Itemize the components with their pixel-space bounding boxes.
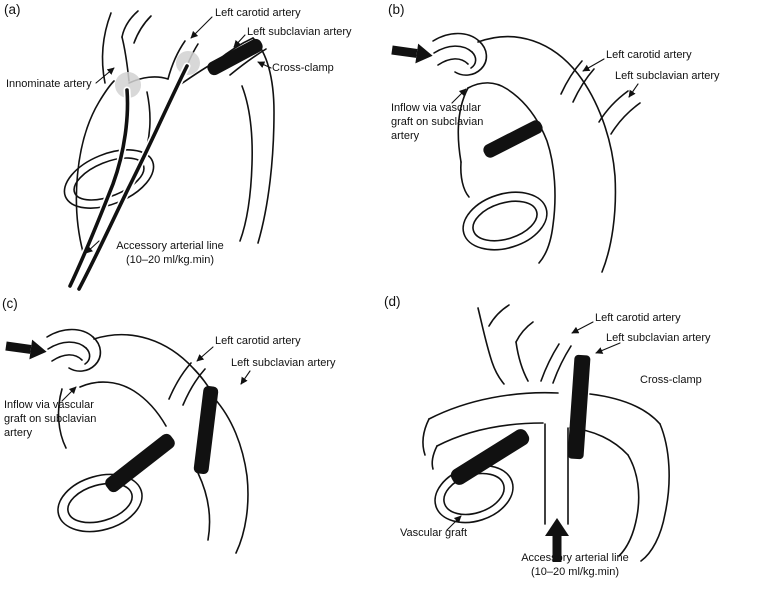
label-left-subclavian-b: Left subclavian artery [615,70,720,82]
label-cross-clamp-d: Cross-clamp [640,374,702,386]
panel-b-drawing [391,32,641,273]
label-left-carotid-b: Left carotid artery [606,49,692,61]
panel-d-letter: (d) [384,294,401,309]
aortic-arch-outline-b [457,35,641,273]
vascular-graft-bar-d [450,429,530,485]
label-inflow-b: Inflow via vascular graft on subclavian … [391,102,484,142]
label-left-subclavian-a: Left subclavian artery [247,26,352,38]
label-arrows-c [61,346,251,402]
label-accessory-line-a: Accessory arterial line (10–20 ml/kg.min… [95,240,245,268]
cross-clamp-bar-a [207,38,263,76]
innominate-vessels-d [477,304,572,385]
label-inflow-c: Inflow via vascular graft on subclavian … [4,399,97,439]
panel-b-letter: (b) [388,2,405,17]
label-accessory-rate-d-text: (10–20 ml/kg.min) [530,565,620,578]
panel-a-letter: (a) [4,2,21,17]
cross-clamp-bar-b [483,120,543,158]
label-arrows-d [446,321,621,531]
label-arrows-a [85,16,272,254]
label-left-carotid-c: Left carotid artery [215,335,301,347]
panel-d-drawing [422,304,670,562]
inflow-arrow-b [391,43,433,64]
panel-c-drawing [5,328,251,554]
subclavian-graft-stump-b [432,32,488,76]
panel-c-letter: (c) [2,296,18,311]
subclavian-clamp-bar-c [193,385,219,475]
aortic-arch-outline-c [57,333,249,554]
aortic-arch-outline-d [422,391,670,562]
accessory-catheter-lines-a [66,62,191,293]
inflow-arrow-c [5,339,47,360]
accessory-flow-arrow-d [545,518,569,562]
aortic-root-oval-b [462,191,548,251]
aortic-root-oval-c [57,473,143,533]
label-vascular-graft-d: Vascular graft [400,527,468,539]
label-accessory-line-d: Accessory arterial line (10–20 ml/kg.min… [495,552,655,580]
label-arrows-b [451,58,639,104]
label-left-carotid-a: Left carotid artery [215,7,301,19]
label-innominate-a: Innominate artery [6,78,92,90]
label-accessory-line-d-text: Accessory arterial line [521,552,629,564]
cross-clamp-bar-d [567,354,591,460]
label-accessory-line-a-text: Accessory arterial line [116,240,224,252]
subclavian-graft-stump-c [46,328,102,372]
cross-clamp-bar-c [105,433,175,493]
panel-a-drawing [63,10,275,293]
label-cross-clamp-a: Cross-clamp [272,62,334,74]
label-left-subclavian-d: Left subclavian artery [606,332,711,344]
label-left-subclavian-c: Left subclavian artery [231,357,336,369]
label-accessory-rate-a-text: (10–20 ml/kg.min) [125,253,215,266]
label-left-carotid-d: Left carotid artery [595,312,681,324]
